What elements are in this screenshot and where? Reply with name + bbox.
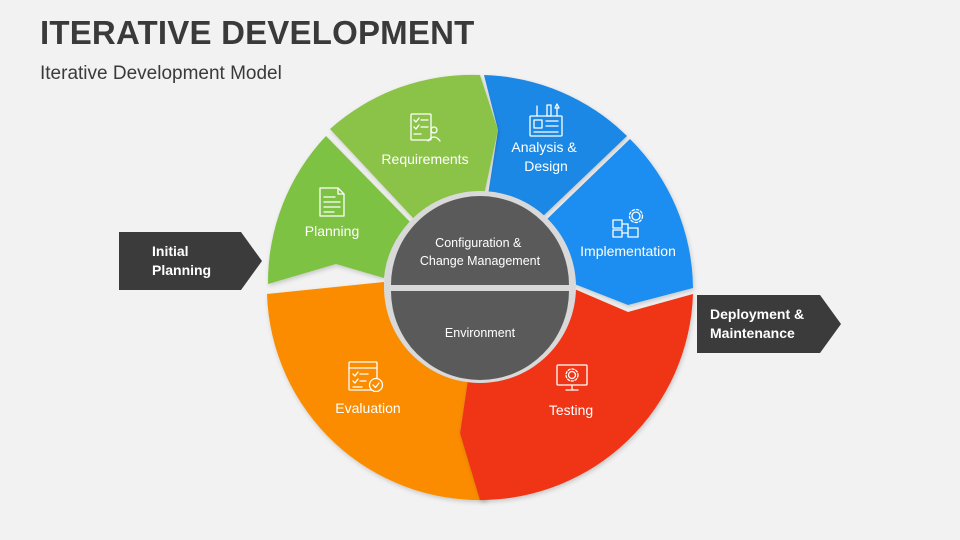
segment-label-planning: Planning bbox=[305, 223, 360, 239]
segment-label-requirements: Requirements bbox=[381, 151, 468, 167]
segment-implementation bbox=[544, 139, 693, 305]
document-icon bbox=[319, 187, 345, 217]
output-arrow-deployment: Deployment & Maintenance bbox=[697, 295, 841, 353]
output-arrow-label: Deployment & Maintenance bbox=[710, 306, 808, 341]
core-top-label: Configuration & Change Management bbox=[420, 236, 541, 268]
page-title: ITERATIVE DEVELOPMENT bbox=[40, 14, 475, 51]
input-arrow-initial-planning: Initial Planning bbox=[119, 232, 262, 290]
core-bottom-half bbox=[391, 291, 569, 380]
segment-label-evaluation: Evaluation bbox=[335, 400, 400, 416]
input-arrow-label: Initial Planning bbox=[152, 243, 211, 278]
design-tools-icon bbox=[529, 103, 563, 137]
segment-testing bbox=[460, 288, 693, 501]
core-bottom-label: Environment bbox=[445, 326, 516, 340]
gear-flow-icon bbox=[612, 208, 644, 238]
segment-label-testing: Testing bbox=[549, 402, 593, 418]
checklist-check-icon bbox=[348, 361, 384, 393]
segment-planning bbox=[267, 136, 410, 284]
segment-analysis-design bbox=[484, 75, 627, 218]
checklist-person-icon bbox=[410, 113, 441, 142]
page-subtitle: Iterative Development Model bbox=[40, 63, 282, 84]
monitor-gear-icon bbox=[556, 364, 588, 391]
segment-label-implementation: Implementation bbox=[580, 243, 676, 259]
core-top-half bbox=[391, 196, 569, 285]
segment-requirements bbox=[330, 74, 498, 219]
segment-label-analysis-design: Analysis & Design bbox=[511, 139, 580, 174]
